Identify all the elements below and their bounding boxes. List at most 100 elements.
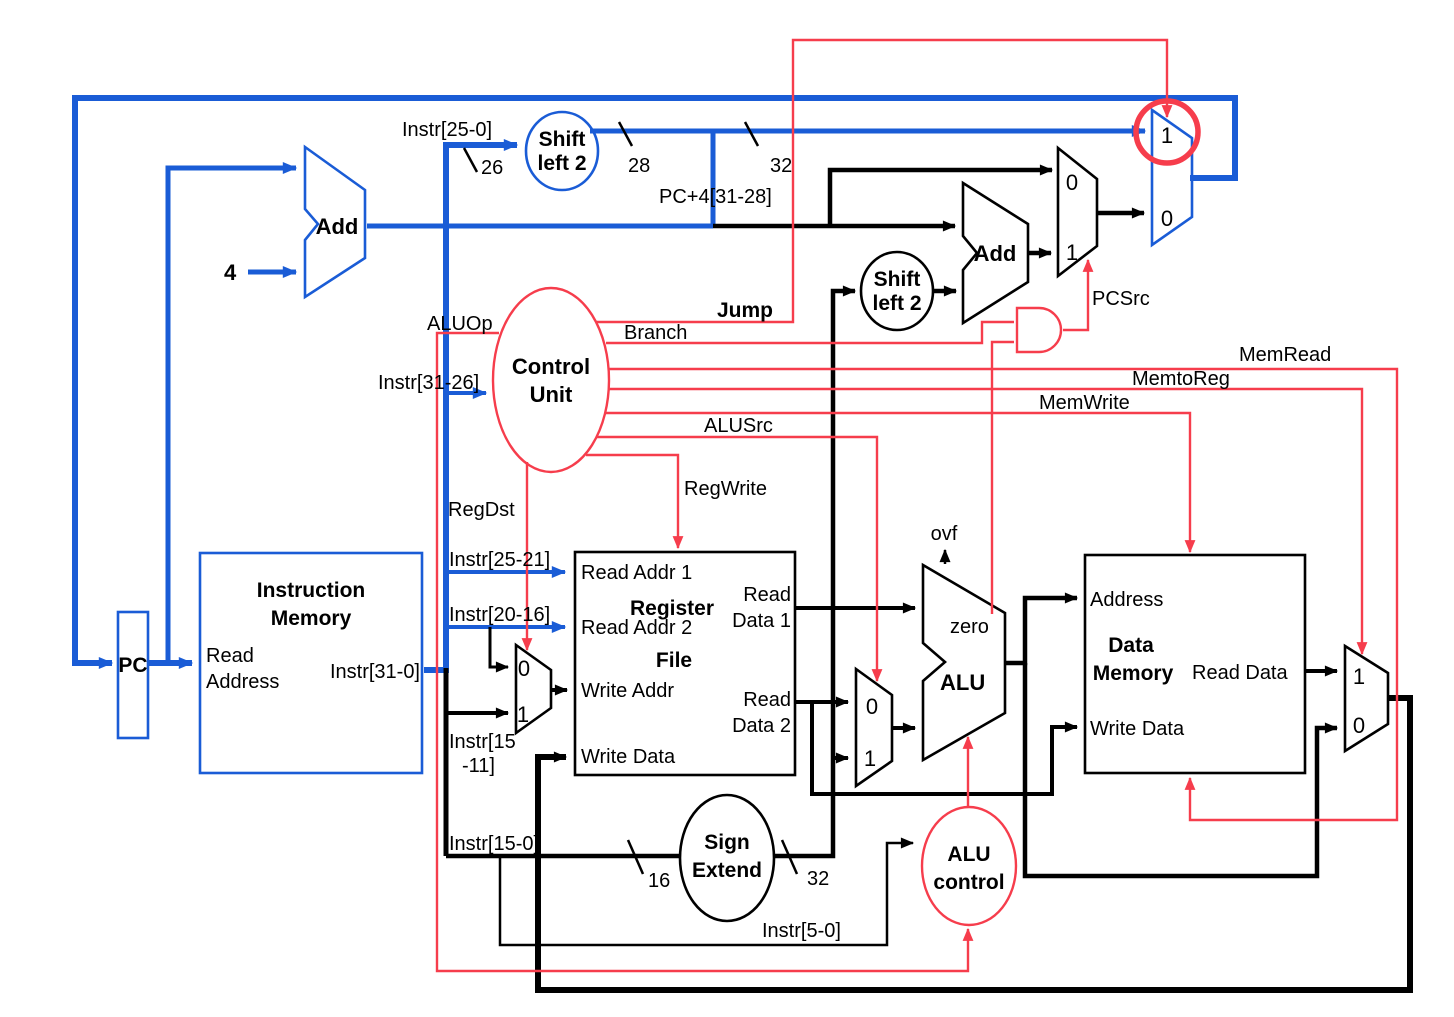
rf-port-read-addr2: Read Addr 2: [581, 617, 692, 639]
pcsrc-mux: [1056, 145, 1099, 279]
wire-alu-result-to-memtoreg-mux0: [1022, 663, 1339, 879]
memtoreg-mux-input-1: 1: [1353, 664, 1365, 689]
alu-control-ellipse: [920, 805, 1018, 927]
label-width-16: 16: [648, 870, 670, 892]
wire-branch-signal: [606, 320, 1014, 345]
slash-26: [462, 147, 479, 173]
slash-16: [626, 839, 645, 875]
label-regdst: RegDst: [448, 499, 515, 521]
jump-mux-input-1: 1: [1161, 123, 1173, 148]
wire-pc-to-adder: [165, 162, 298, 663]
shift-left-2-jump-label-1: Shift: [539, 128, 586, 151]
branch-adder-shape: [961, 180, 1030, 326]
wire-read-data2-to-dmem-write: [810, 702, 1079, 796]
rf-port-write-addr: Write Addr: [581, 680, 674, 702]
branch-adder-label: Add: [974, 241, 1017, 266]
shift-left-2-branch-label-1: Shift: [874, 268, 921, 291]
alusrc-mux-input-1: 1: [864, 746, 876, 771]
label-instr-15-0: Instr[15-0]: [449, 833, 539, 855]
wire-aluop-signal: [435, 331, 974, 973]
dmem-port-address: Address: [1090, 589, 1163, 611]
label-instr-25-21: Instr[25-21]: [449, 549, 550, 571]
label-instr-20-16: Instr[20-16]: [449, 604, 550, 626]
label-width-32-signext: 32: [807, 868, 829, 890]
regdst-mux-input-0: 0: [518, 656, 530, 681]
alusrc-mux: [854, 666, 894, 789]
label-width-28: 28: [628, 155, 650, 177]
branch-and-gate: [1015, 306, 1063, 354]
label-instr-31-26: Instr[31-26]: [378, 372, 479, 394]
register-file-label-1: Register: [630, 597, 714, 620]
rf-out-read-data1-a: Read: [743, 584, 791, 606]
jump-mux-input-0: 0: [1161, 206, 1173, 231]
sign-extend-label-2: Extend: [692, 859, 762, 882]
instruction-memory-label-1: Instruction: [257, 579, 366, 602]
jump-input-highlight-circle: [1133, 98, 1201, 166]
label-regwrite: RegWrite: [684, 478, 767, 500]
alu-control-label-2: control: [933, 871, 1004, 894]
instruction-memory-label-2: Memory: [271, 607, 352, 630]
pc-adder-label: Add: [316, 214, 359, 239]
sign-extend-circle: [678, 793, 776, 923]
pcsrc-mux-input-1: 1: [1066, 240, 1078, 265]
rf-out-read-data2-a: Read: [743, 689, 791, 711]
label-memtoreg: MemtoReg: [1132, 368, 1230, 390]
shift-left-2-jump-label-2: left 2: [537, 152, 586, 175]
alu-label: ALU: [940, 670, 985, 695]
wire-instr-20-16-to-mux0: [488, 627, 510, 673]
regdst-mux-input-1: 1: [517, 702, 529, 727]
wire-zero-to-and: [990, 340, 1014, 614]
shift-left-2-jump-circle: [524, 110, 600, 192]
wire-newpc-loop: [72, 95, 1238, 669]
control-unit-label-1: Control: [512, 354, 590, 379]
alusrc-mux-input-0: 0: [866, 694, 878, 719]
wire-memtoreg-signal: [609, 387, 1368, 656]
rf-port-read-addr1: Read Addr 1: [581, 562, 692, 584]
rf-out-read-data2-b: Data 2: [732, 715, 791, 737]
label-instr-25-0: Instr[25-0]: [402, 119, 492, 141]
rf-port-write-data: Write Data: [581, 746, 676, 768]
label-width-32-jump: 32: [770, 155, 792, 177]
data-memory-label-1: Data: [1108, 634, 1154, 657]
label-pc-plus4-31-28: PC+4[31-28]: [659, 186, 772, 208]
label-instr-15-11-a: Instr[15: [449, 731, 516, 753]
label-ovf: ovf: [931, 523, 958, 545]
imem-out-instr-31-0: Instr[31-0]: [330, 661, 420, 683]
label-pcsrc: PCSrc: [1092, 288, 1150, 310]
instruction-memory-box: [198, 551, 424, 775]
wire-alu-result-to-address: [1005, 592, 1079, 666]
alu-shape: [921, 562, 1007, 763]
register-file-label-2: File: [656, 649, 692, 672]
shift-left-2-branch-circle: [859, 250, 935, 332]
label-memread: MemRead: [1239, 344, 1331, 366]
data-memory-box: [1083, 553, 1307, 775]
wire-alusrc-signal: [597, 435, 883, 683]
imem-port-address: Address: [206, 671, 279, 693]
pc-label: PC: [118, 654, 147, 677]
imem-port-read: Read: [206, 645, 254, 667]
dmem-port-write-data: Write Data: [1090, 718, 1185, 740]
pc-register-box: [116, 610, 150, 740]
label-alusrc: ALUSrc: [704, 415, 773, 437]
label-instr-15-11-b: -11]: [462, 755, 495, 777]
wire-pcsrc-select: [1063, 258, 1094, 332]
jump-mux: [1150, 107, 1194, 248]
wire-pcplus4-to-pcsrc-mux0: [827, 164, 1054, 226]
wire-jump-signal: [596, 38, 1173, 324]
rf-out-read-data1-b: Data 1: [732, 610, 791, 632]
register-file-box: [573, 550, 797, 777]
label-width-26: 26: [481, 157, 503, 179]
wire-instruction-bus: [424, 139, 519, 673]
wire-instr-5-0: [498, 837, 915, 947]
label-memwrite: MemWrite: [1039, 392, 1130, 414]
label-alu-zero: zero: [950, 616, 989, 638]
sign-extend-label-1: Sign: [704, 831, 750, 854]
control-unit-ellipse: [491, 286, 611, 474]
wire-regwrite-signal: [586, 453, 684, 550]
label-instr-5-0: Instr[5-0]: [762, 920, 841, 942]
wire-signext-to-shift2: [774, 285, 857, 859]
control-unit-label-2: Unit: [530, 382, 573, 407]
wire-memwrite-signal: [605, 411, 1196, 554]
